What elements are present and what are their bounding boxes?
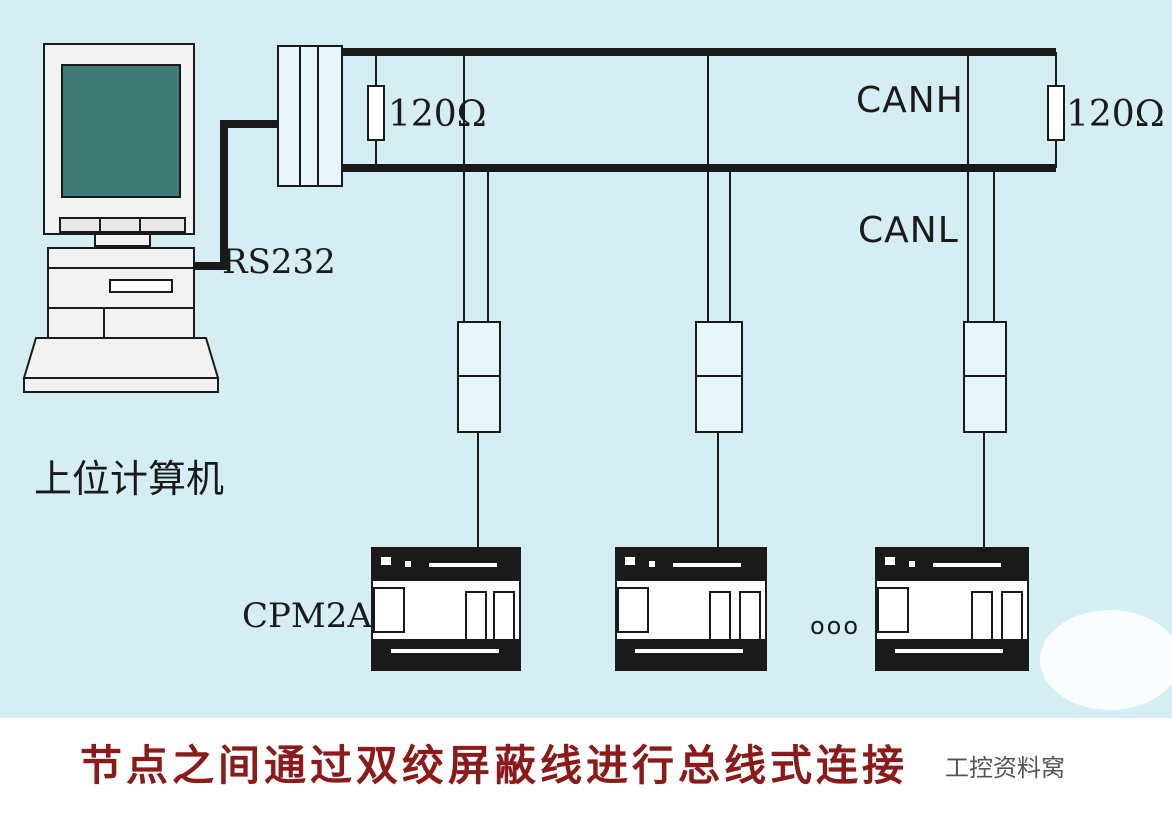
disk-drive [109, 279, 173, 293]
keyboard-base [23, 377, 219, 393]
corner-glare [1040, 610, 1172, 710]
monitor-screen [61, 64, 181, 198]
host-computer-label: 上位计算机 [34, 457, 225, 501]
node-drop-2 [695, 52, 743, 556]
rs232-cable [194, 120, 282, 270]
right-resistor [1047, 85, 1065, 141]
caption-text: 节点之间通过双绞屏蔽线进行总线式连接 [80, 741, 909, 790]
monitor-stand [94, 233, 151, 247]
keyboard [22, 337, 220, 379]
right-resistor-label: 120Ω [1066, 94, 1165, 135]
can-adapter [277, 45, 343, 187]
canh-label: CANH [856, 80, 964, 121]
node-drop-3 [963, 52, 1007, 556]
plc-module-2 [615, 547, 767, 671]
left-resistor [367, 85, 385, 141]
plc-module-3 [875, 547, 1029, 671]
ellipsis-label: ooo [810, 612, 861, 640]
watermark: 工控资料窝 [945, 754, 1065, 782]
canl-label: CANL [858, 210, 959, 251]
caption-band [0, 718, 1172, 814]
node-drop-1 [457, 52, 501, 556]
plc-module-1 [371, 547, 521, 671]
rs232-label: RS232 [222, 242, 336, 282]
left-resistor-label: 120Ω [388, 94, 487, 135]
host-computer [22, 43, 220, 393]
monitor-bezel-buttons [59, 217, 186, 233]
plc-model-label: CPM2A [242, 596, 372, 636]
